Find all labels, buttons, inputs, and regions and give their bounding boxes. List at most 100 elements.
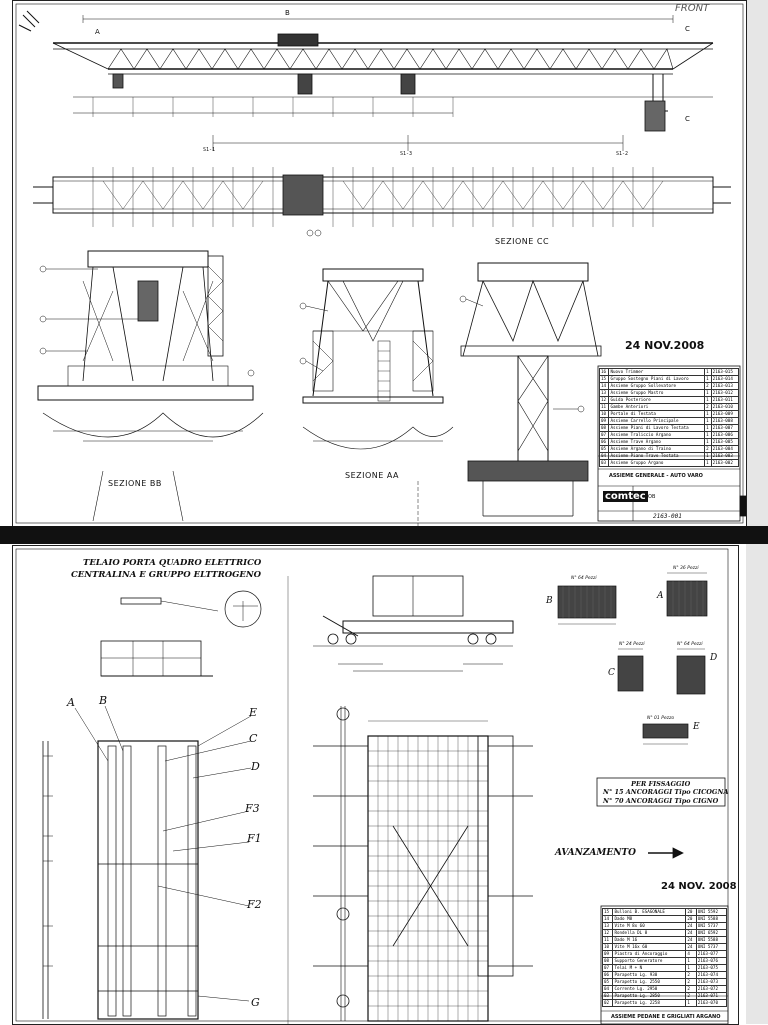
advance-label: AVANZAMENTO bbox=[555, 848, 636, 858]
top-parts-table-cell: 2163-012 bbox=[710, 389, 740, 397]
bottom-parts-table-cell: Telai M + N bbox=[612, 964, 687, 972]
bottom-parts-table-cell: Parapetto Lg. 930 bbox=[612, 971, 687, 979]
section-marker-b: B bbox=[285, 9, 290, 17]
bottom-parts-table-cell: 06 bbox=[601, 971, 614, 979]
top-parts-table-cell: 12 bbox=[598, 396, 610, 404]
top-parts-table-cell: Assieme Piani di Lavoro Testata bbox=[608, 424, 706, 432]
sheet-title-line1: TELAIO PORTA QUADRO ELETTRICO bbox=[83, 558, 262, 568]
fix-note-line2: N° 70 ANCORAGGI Tipo CIGNO bbox=[603, 797, 719, 805]
company-logo: comtec bbox=[603, 491, 648, 502]
bottom-parts-table-cell: 24 bbox=[685, 929, 697, 937]
station-label-s1-2: S1-2 bbox=[616, 151, 629, 157]
bottom-parts-table-cell: 2163-077 bbox=[695, 950, 728, 958]
bottom-parts-table-cell: UNI 5588 bbox=[695, 915, 728, 923]
top-parts-table-cell: Guida Posteriore bbox=[608, 396, 706, 404]
top-parts-table-cell: 06 bbox=[598, 438, 610, 446]
label-f2: F2 bbox=[247, 898, 262, 911]
top-parts-table-cell: 16 bbox=[598, 368, 610, 376]
panel-label-d: D bbox=[710, 653, 718, 663]
bottom-parts-table-cell: 05 bbox=[601, 978, 614, 986]
sheet-separator bbox=[0, 526, 768, 544]
bottom-parts-table-cell: Bulloni B. ESAGONALE bbox=[612, 908, 687, 916]
top-parts-table-cell: 2163-005 bbox=[710, 438, 740, 446]
bottom-parts-table-cell: 24 bbox=[685, 943, 697, 951]
label-e: E bbox=[249, 706, 258, 719]
bottom-parts-table-cell: 12 bbox=[601, 929, 614, 937]
panel-label-b: B bbox=[546, 596, 553, 606]
general-assembly-drawing bbox=[15, 3, 746, 526]
company-suffix: POB bbox=[645, 494, 656, 500]
top-parts-table-cell: Assieme Piano Trave Testata bbox=[608, 452, 706, 460]
bottom-parts-table-cell: Parapetto Lg. 2550 bbox=[612, 978, 687, 986]
top-parts-table-cell: 2163-013 bbox=[710, 382, 740, 390]
panel-label-e: E bbox=[693, 722, 700, 732]
section-bb-label: SEZIONE BB bbox=[108, 479, 162, 488]
top-parts-table-cell: 13 bbox=[598, 389, 610, 397]
bottom-parts-table-cell: Corrente Lg. 2950 bbox=[612, 985, 687, 993]
fix-note-line1: N° 15 ANCORAGGI Tipo CICOGNA bbox=[603, 788, 729, 796]
panel-label-a: A bbox=[657, 591, 664, 601]
bottom-parts-table-cell: 1 bbox=[685, 999, 697, 1007]
bottom-parts-table-cell: 03 bbox=[601, 992, 614, 1000]
bottom-parts-table-cell: 11 bbox=[601, 936, 614, 944]
section-cc-label: SEZIONE CC bbox=[495, 237, 550, 246]
label-f1: F1 bbox=[247, 832, 262, 845]
bottom-parts-table-cell: 2163-073 bbox=[695, 978, 728, 986]
bottom-parts-table-cell: 2163-076 bbox=[695, 957, 728, 965]
bottom-parts-table-cell: 2 bbox=[685, 992, 697, 1000]
bottom-parts-table-cell: 2163-070 bbox=[695, 999, 728, 1007]
bottom-parts-table-cell: 1 bbox=[685, 964, 697, 972]
bottom-parts-table-cell: 2 bbox=[685, 978, 697, 986]
section-marker-c-top: C bbox=[685, 25, 690, 33]
bottom-parts-table-cell: UNI 5592 bbox=[695, 908, 728, 916]
footer-title: ASSIEME PEDANE E GRIGLIATI ARGANO bbox=[611, 1014, 721, 1020]
top-parts-table-cell: 04 bbox=[598, 452, 610, 460]
bottom-parts-table-cell: UNI 6592 bbox=[695, 929, 728, 937]
bottom-parts-table-cell: 02 bbox=[601, 999, 614, 1007]
panel-caption-c: N° 24 Pezzi bbox=[619, 642, 645, 647]
top-parts-table-cell: 2163-014 bbox=[710, 375, 740, 383]
bottom-parts-table-cell: 14 bbox=[601, 915, 614, 923]
bottom-parts-table-cell: 4 bbox=[685, 950, 697, 958]
drawing-number: 2163-001 bbox=[653, 513, 682, 520]
bottom-parts-table-cell: 09 bbox=[601, 950, 614, 958]
top-parts-table-cell: Nuovo Trimmer bbox=[608, 368, 706, 376]
station-label-s1-1: S1-1 bbox=[203, 147, 216, 153]
top-parts-table-cell: Assieme Gruppo Argano bbox=[608, 459, 706, 467]
top-parts-table-cell: Assieme Trave Argano bbox=[608, 438, 706, 446]
bottom-parts-table-cell: Dado M 16 bbox=[612, 936, 687, 944]
top-parts-table-cell: 2163-008 bbox=[710, 417, 740, 425]
top-parts-table-cell: 2163-009 bbox=[710, 410, 740, 418]
bottom-parts-table-cell: 07 bbox=[601, 964, 614, 972]
top-parts-table-cell: 2163-004 bbox=[710, 445, 740, 453]
drawing-sheet-general-assembly: FRONT B A C C S1-1 S1-3 S1-2 SEZIONE CC … bbox=[12, 0, 747, 527]
top-parts-table-cell: 2163-015 bbox=[710, 368, 740, 376]
label-g: G bbox=[251, 996, 260, 1009]
bottom-parts-table-cell: UNI 5737 bbox=[695, 922, 728, 930]
drawing-title: ASSIEME GENERALE - AUTO VARO bbox=[609, 473, 703, 479]
bottom-parts-table-cell: 1 bbox=[685, 957, 697, 965]
panel-caption-d: N° 64 Pezzi bbox=[677, 642, 703, 647]
section-marker-a: A bbox=[95, 28, 100, 36]
top-parts-table-cell: 2163-010 bbox=[710, 403, 740, 411]
panel-caption-a: N° 36 Pezzi bbox=[673, 566, 699, 571]
station-label-s1-3: S1-3 bbox=[400, 151, 413, 157]
top-parts-table-cell: 07 bbox=[598, 431, 610, 439]
top-parts-table-cell: Gruppo Sostegno Piani di Lavoro bbox=[608, 375, 706, 383]
bottom-parts-table-cell: 2163-072 bbox=[695, 985, 728, 993]
